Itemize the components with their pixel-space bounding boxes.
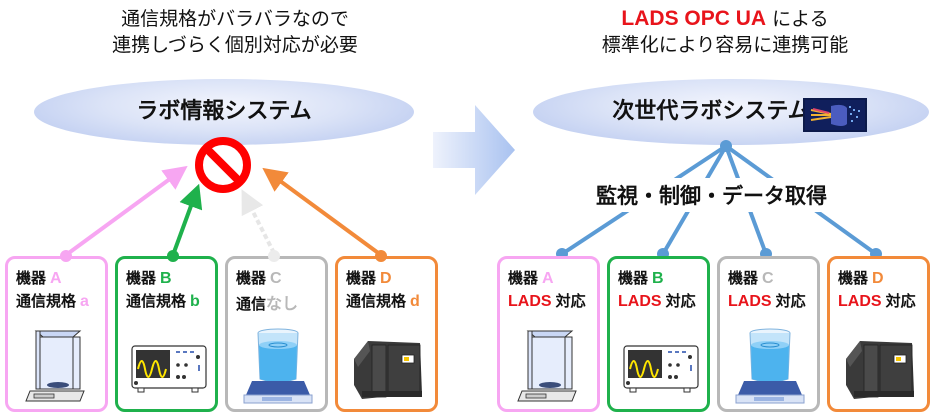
prohibited-icon	[195, 137, 251, 193]
arrow-device-a	[64, 165, 188, 257]
device-letter: B	[652, 270, 664, 287]
lads-label: LADS	[618, 293, 662, 310]
device-name-prefix: 機器	[508, 269, 539, 287]
stirrer-beaker-icon	[730, 321, 810, 406]
device-support: 対応	[885, 292, 916, 310]
hub-node	[720, 140, 732, 152]
connection-point-d	[375, 250, 387, 262]
device-letter: B	[160, 270, 172, 287]
right-heading-line1: LADS OPC UA による	[530, 6, 920, 32]
lab-instrument-icon	[840, 321, 920, 406]
connection-point-c	[268, 250, 280, 262]
device-letter: D	[872, 270, 884, 287]
left-heading-line2: 連携しづらく個別対応が必要	[112, 34, 358, 56]
device-spec-prefix: 通信規格	[126, 292, 187, 310]
device-support: 対応	[665, 292, 696, 310]
lab-info-system: ラボ情報システム	[34, 79, 414, 145]
next-gen-lab-system: 次世代ラボシステム	[533, 79, 929, 145]
oscilloscope-icon	[128, 321, 208, 406]
device-spec: 通信なし	[236, 290, 298, 314]
lads-label: LADS	[838, 293, 882, 310]
device-spec-prefix: 通信規格	[346, 292, 407, 310]
device-spec-value: なし	[266, 296, 299, 313]
device-name-prefix: 機器	[126, 269, 157, 287]
arrow-device-c	[241, 189, 276, 254]
right-arrow-icon	[433, 105, 515, 195]
connection-point-a	[60, 250, 72, 262]
arrow-device-d	[262, 167, 383, 257]
device-name-prefix: 機器	[16, 269, 47, 287]
device-spec-value: a	[80, 293, 89, 310]
device-name-prefix: 機器	[346, 269, 377, 287]
functions-label: 監視・制御・データ取得	[588, 178, 835, 212]
device-support: 対応	[775, 292, 806, 310]
device-name-prefix: 機器	[838, 269, 869, 287]
network-visual-icon	[803, 98, 867, 132]
analytical-balance-icon	[510, 321, 590, 406]
lads-label: LADS	[728, 293, 772, 310]
lab-instrument-icon	[348, 321, 428, 406]
next-gen-lab-system-label: 次世代ラボシステム	[612, 99, 810, 124]
device-support: 対応	[555, 292, 586, 310]
device-spec-prefix: 通信	[236, 295, 267, 313]
device-name-prefix: 機器	[618, 269, 649, 287]
oscilloscope-icon	[620, 321, 700, 406]
device-spec-prefix: 通信規格	[16, 292, 77, 310]
device-spec-value: b	[190, 293, 200, 310]
right-heading: LADS OPC UA による 標準化により容易に連携可能	[530, 6, 920, 58]
lads-opc-ua-label: LADS OPC UA	[621, 7, 767, 30]
device-letter: C	[270, 270, 282, 287]
stirrer-beaker-icon	[238, 321, 318, 406]
device-letter: C	[762, 270, 774, 287]
device-letter: D	[380, 270, 392, 287]
lads-label: LADS	[508, 293, 552, 310]
right-heading-line2: 標準化により容易に連携可能	[601, 34, 849, 56]
device-name-prefix: 機器	[236, 269, 267, 287]
left-heading: 通信規格がバラバラなので 連携しづらく個別対応が必要	[40, 6, 430, 58]
left-connections	[64, 165, 383, 257]
device-letter: A	[542, 270, 554, 287]
analytical-balance-icon	[18, 321, 98, 406]
device-letter: A	[50, 270, 62, 287]
device-name-prefix: 機器	[728, 269, 759, 287]
lab-info-system-label: ラボ情報システム	[136, 99, 312, 124]
arrow-device-b	[171, 183, 203, 256]
right-heading-line1-suffix: による	[766, 8, 829, 30]
left-heading-line1: 通信規格がバラバラなので	[121, 8, 349, 30]
device-spec-value: d	[410, 293, 420, 310]
connection-point-b	[167, 250, 179, 262]
